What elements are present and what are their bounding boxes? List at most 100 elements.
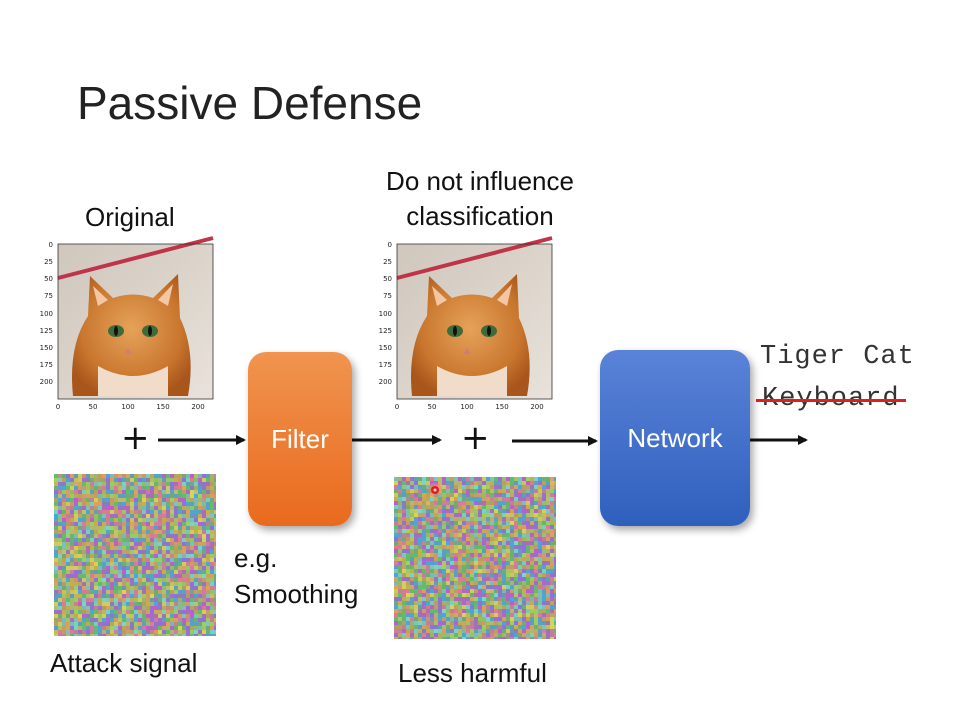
noise-pixel [454, 581, 458, 585]
noise-pixel [198, 522, 202, 526]
noise-pixel [530, 553, 534, 557]
noise-pixel [106, 626, 110, 630]
noise-pixel [522, 529, 526, 533]
noise-pixel [178, 554, 182, 558]
noise-pixel [458, 597, 462, 601]
noise-pixel [526, 589, 530, 593]
noise-pixel [474, 553, 478, 557]
noise-pixel [94, 630, 98, 634]
noise-pixel [194, 586, 198, 590]
noise-pixel [446, 481, 450, 485]
noise-pixel [142, 566, 146, 570]
noise-pixel [162, 558, 166, 562]
noise-pixel [526, 609, 530, 613]
noise-pixel [414, 557, 418, 561]
noise-pixel [530, 585, 534, 589]
noise-pixel [486, 509, 490, 513]
noise-pixel [166, 558, 170, 562]
noise-pixel [458, 637, 462, 639]
noise-pixel [518, 577, 522, 581]
noise-pixel [502, 569, 506, 573]
noise-pixel [458, 601, 462, 605]
noise-pixel [458, 497, 462, 501]
noise-pixel [158, 478, 162, 482]
noise-pixel [66, 618, 70, 622]
noise-pixel [550, 569, 554, 573]
noise-pixel [54, 562, 58, 566]
noise-pixel [98, 518, 102, 522]
noise-pixel [466, 629, 470, 633]
noise-pixel [454, 629, 458, 633]
noise-pixel [462, 577, 466, 581]
plot-frame [57, 243, 214, 400]
noise-pixel [134, 578, 138, 582]
noise-pixel [138, 526, 142, 530]
noise-pixel [114, 546, 118, 550]
noise-pixel [534, 505, 538, 509]
noise-pixel [494, 505, 498, 509]
noise-pixel [130, 494, 134, 498]
noise-pixel [458, 565, 462, 569]
noise-pixel [394, 605, 398, 609]
noise-pixel [410, 505, 414, 509]
noise-pixel [82, 514, 86, 518]
noise-pixel [490, 609, 494, 613]
noise-pixel [186, 590, 190, 594]
noise-pixel [194, 602, 198, 606]
noise-pixel [98, 578, 102, 582]
noise-pixel [150, 578, 154, 582]
noise-pixel [554, 485, 556, 489]
noise-pixel [482, 517, 486, 521]
noise-pixel [450, 601, 454, 605]
noise-pixel [418, 533, 422, 537]
noise-pixel [106, 606, 110, 610]
noise-pixel [146, 602, 150, 606]
noise-pixel [470, 617, 474, 621]
noise-pixel [442, 589, 446, 593]
noise-pixel [186, 490, 190, 494]
noise-pixel [462, 481, 466, 485]
noise-pixel [442, 545, 446, 549]
noise-pixel [482, 589, 486, 593]
noise-pixel [154, 534, 158, 538]
noise-pixel [486, 593, 490, 597]
noise-pixel [450, 529, 454, 533]
noise-pixel [466, 605, 470, 609]
noise-pixel [102, 530, 106, 534]
noise-pixel [206, 522, 210, 526]
noise-pixel [510, 493, 514, 497]
noise-pixel [422, 497, 426, 501]
noise-pixel [394, 629, 398, 633]
noise-pixel [94, 598, 98, 602]
noise-pixel [410, 537, 414, 541]
noise-pixel [510, 541, 514, 545]
noise-pixel [198, 574, 202, 578]
noise-pixel [210, 510, 214, 514]
noise-pixel [506, 517, 510, 521]
noise-pixel [402, 585, 406, 589]
noise-pixel [534, 545, 538, 549]
noise-pixel [90, 514, 94, 518]
noise-pixel [182, 622, 186, 626]
noise-pixel [58, 498, 62, 502]
noise-pixel [518, 485, 522, 489]
noise-pixel [490, 593, 494, 597]
noise-pixel [438, 525, 442, 529]
noise-pixel [154, 594, 158, 598]
noise-pixel [130, 486, 134, 490]
noise-pixel [530, 637, 534, 639]
noise-pixel [522, 497, 526, 501]
noise-pixel [182, 522, 186, 526]
noise-pixel [474, 625, 478, 629]
noise-pixel [478, 577, 482, 581]
noise-pixel [98, 474, 102, 478]
noise-pixel [510, 621, 514, 625]
noise-pixel [70, 558, 74, 562]
noise-pixel [446, 605, 450, 609]
noise-pixel [522, 573, 526, 577]
noise-pixel [434, 573, 438, 577]
noise-pixel [546, 609, 550, 613]
noise-pixel [454, 557, 458, 561]
noise-pixel [502, 561, 506, 565]
noise-pixel [542, 537, 546, 541]
